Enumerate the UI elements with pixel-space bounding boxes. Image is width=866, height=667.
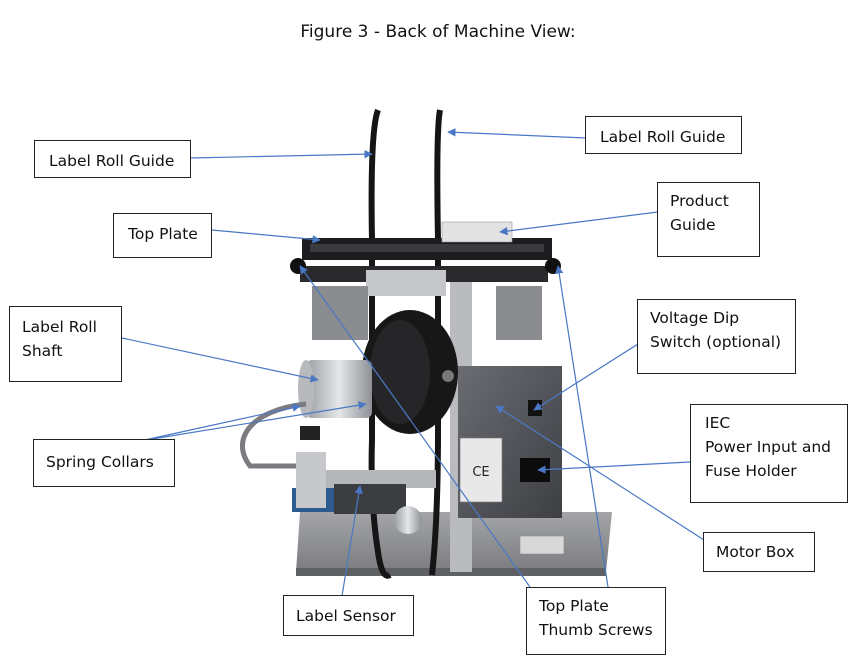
sensor-cable xyxy=(239,401,307,469)
leader-spring-collars-a xyxy=(139,403,301,442)
leader-spring-collars-b xyxy=(139,401,367,442)
leader-label-roll-shaft xyxy=(121,337,319,383)
drive-wheel xyxy=(362,310,458,434)
callout-text: Fuse Holder xyxy=(705,462,797,480)
callout-text: Shaft xyxy=(22,342,63,360)
callout-top-plate: Top Plate xyxy=(113,213,212,258)
callout-text: Top Plate xyxy=(539,597,609,615)
callout-text: IEC xyxy=(705,414,731,432)
figure-title: Figure 3 - Back of Machine View: xyxy=(300,22,576,42)
leader-motor-box xyxy=(495,405,705,541)
callout-label-sensor: Label Sensor xyxy=(283,595,414,636)
callout-top-plate-thumb-screws: Top Plate Thumb Screws xyxy=(526,587,666,655)
callout-text: Voltage Dip xyxy=(650,309,740,327)
callout-voltage-dip-switch: Voltage Dip Switch (optional) xyxy=(637,299,796,374)
svg-text:CE: CE xyxy=(472,465,489,480)
callout-text: Label Roll xyxy=(22,318,97,336)
leader-thumb-screws-b xyxy=(555,265,609,588)
leader-product-guide xyxy=(499,211,659,236)
callout-text: Motor Box xyxy=(716,543,795,561)
callout-text: Label Sensor xyxy=(296,607,396,625)
callout-text: Label Roll Guide xyxy=(49,152,175,170)
callout-text: Label Roll Guide xyxy=(600,128,726,146)
callout-label-roll-shaft: Label Roll Shaft xyxy=(9,306,122,382)
callout-text: Power Input and xyxy=(705,438,832,456)
leader-label-roll-guide-left xyxy=(189,149,373,159)
leader-voltage-dip-switch xyxy=(533,343,639,411)
leader-top-plate xyxy=(211,229,321,244)
callout-label-roll-guide-right: Label Roll Guide xyxy=(585,116,742,154)
callout-motor-box: Motor Box xyxy=(703,532,815,572)
callout-text: Product xyxy=(670,192,729,210)
leader-label-roll-guide-right xyxy=(447,128,587,139)
leader-label-sensor xyxy=(341,485,363,597)
callout-text: Thumb Screws xyxy=(539,621,653,639)
callout-iec-power-input: IEC Power Input and Fuse Holder xyxy=(690,404,848,503)
leader-iec-power-input xyxy=(537,461,691,474)
label-sensor-art xyxy=(296,426,436,534)
right-bracket xyxy=(496,286,542,340)
top-plate-art xyxy=(300,221,552,296)
callout-text: Guide xyxy=(670,216,716,234)
callout-text: Switch (optional) xyxy=(650,333,782,351)
leader-thumb-screws-a xyxy=(299,265,531,588)
callout-text: Spring Collars xyxy=(46,453,154,471)
callout-label-roll-guide-left: Label Roll Guide xyxy=(34,140,191,178)
callout-spring-collars: Spring Collars xyxy=(33,439,175,487)
callout-text: Top Plate xyxy=(128,225,198,243)
callout-product-guide: Product Guide xyxy=(657,182,760,257)
